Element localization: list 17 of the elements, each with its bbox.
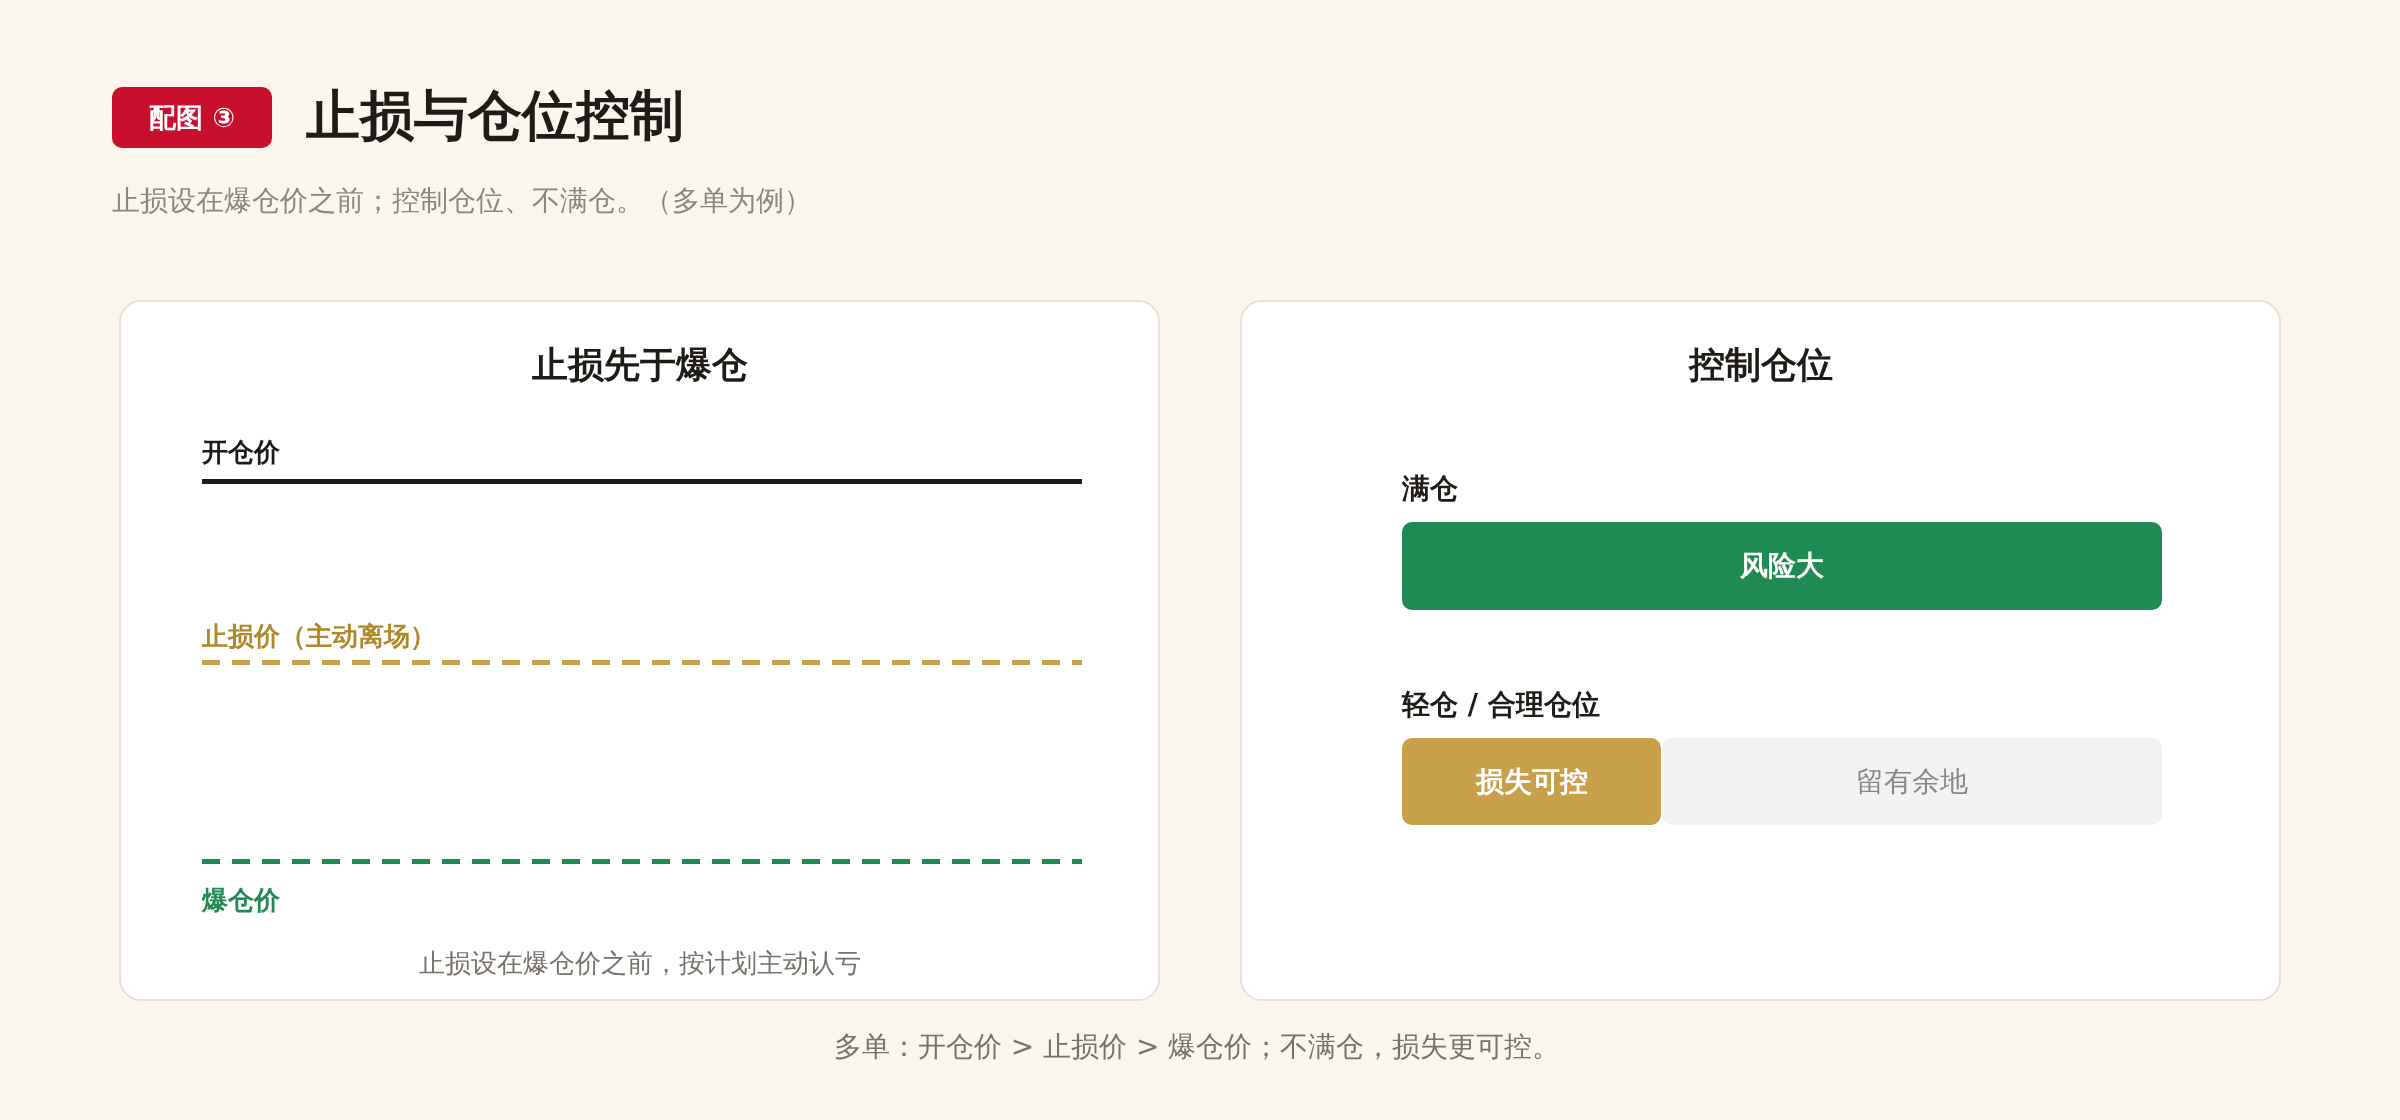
level-label: 止损价（主动离场） xyxy=(202,620,436,653)
panel-note: 止损设在爆仓价之前，按计划主动认亏 xyxy=(418,947,861,980)
level-label: 开仓价 xyxy=(202,436,280,469)
panel-heading: 止损先于爆仓 xyxy=(531,343,748,387)
panel-heading: 控制仓位 xyxy=(1688,343,1833,387)
page-title: 止损与仓位控制 xyxy=(306,84,684,148)
filled-bar: 风险大 xyxy=(1402,522,2162,610)
bar-heading: 轻仓 / 合理仓位 xyxy=(1402,687,1600,723)
footnote-text: 多单：开仓价 > 止损价 > 爆仓价；不满仓，损失更可控。 xyxy=(833,1029,1561,1065)
level-label: 爆仓价 xyxy=(202,884,280,917)
empty-bar-segment: 留有余地 xyxy=(1662,738,2162,825)
subtitle-text: 止损设在爆仓价之前；控制仓位、不满仓。（多单为例） xyxy=(112,183,812,219)
figure-tag: 配图 ③ xyxy=(112,87,272,148)
bar-heading: 满仓 xyxy=(1402,471,1458,507)
panel-card xyxy=(119,300,1160,1001)
filled-bar-segment: 损失可控 xyxy=(1402,738,1661,825)
panel-card xyxy=(1240,300,2281,1001)
